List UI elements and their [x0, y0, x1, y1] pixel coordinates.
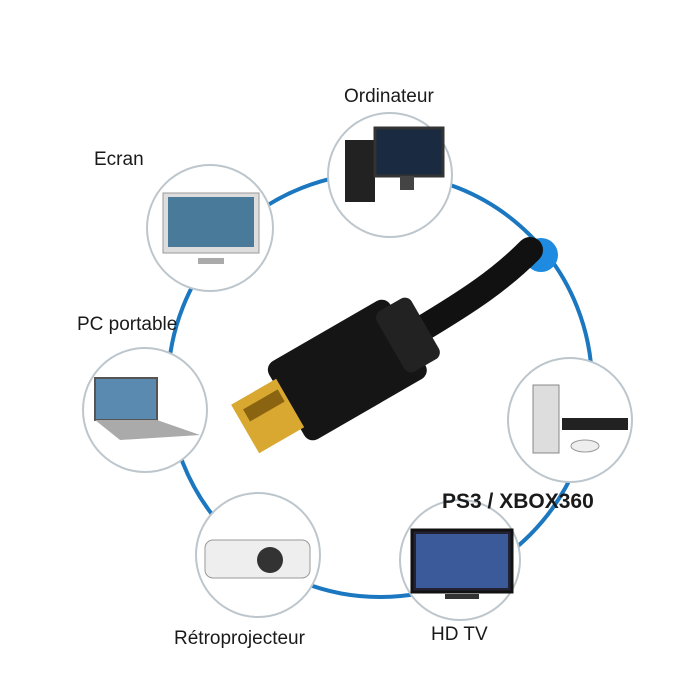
label-computer: Ordinateur	[344, 86, 434, 107]
label-console: PS3 / XBOX360	[442, 490, 594, 513]
hdmi-cable	[231, 237, 543, 454]
node-projector	[195, 492, 321, 618]
node-console	[507, 357, 633, 483]
label-laptop: PC portable	[77, 314, 178, 335]
node-laptop	[82, 347, 208, 473]
node-screen	[146, 164, 274, 292]
label-tv: HD TV	[431, 624, 488, 645]
label-projector: Rétroprojecteur	[174, 628, 305, 649]
node-tv	[399, 499, 521, 621]
node-computer	[327, 112, 453, 238]
label-screen: Ecran	[94, 149, 144, 170]
